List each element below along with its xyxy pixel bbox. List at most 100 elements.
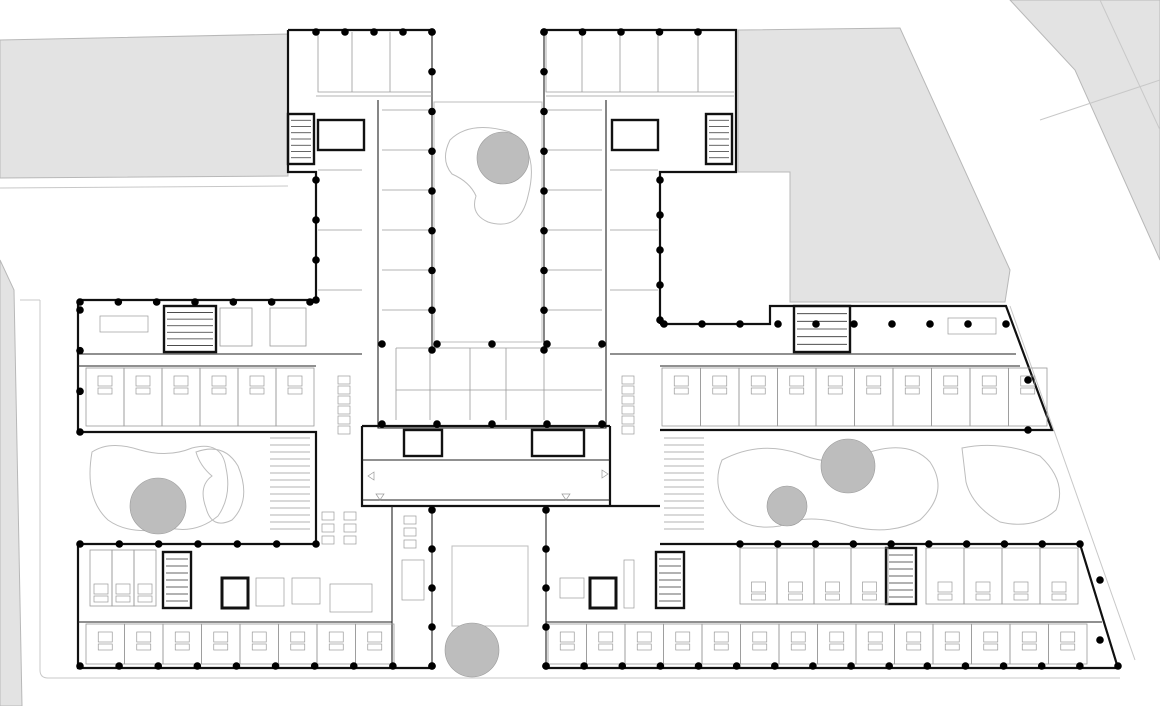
column-icon: [428, 67, 436, 76]
office-bay: [275, 367, 315, 427]
column-icon: [428, 584, 436, 592]
east-wing-wall: [546, 304, 1120, 670]
desk-icon: [1013, 581, 1029, 593]
column-icon: [618, 662, 627, 670]
column-icon: [1076, 540, 1084, 548]
desk-icon: [675, 631, 691, 643]
column-icon: [76, 662, 84, 670]
column-icon: [1024, 376, 1032, 384]
column-icon: [811, 540, 820, 548]
column-icon: [961, 662, 970, 670]
tree-icon: [820, 438, 876, 494]
stair-icon: [286, 112, 316, 166]
desk-icon: [866, 375, 882, 387]
tree-icon: [444, 622, 500, 678]
north-offices: [316, 32, 734, 420]
office-bay: [894, 623, 934, 665]
office-bay: [855, 623, 895, 665]
site-lines: [0, 0, 1160, 679]
column-icon: [732, 662, 741, 670]
corridor-details: [270, 437, 704, 530]
desk-icon: [367, 631, 383, 643]
stair-cores: [161, 112, 918, 610]
desk-icon: [862, 581, 877, 593]
column-icon: [887, 540, 895, 548]
neighbor-building-west: [0, 33, 289, 179]
column-icon: [542, 662, 550, 670]
column-icon: [540, 107, 548, 116]
office-bay: [278, 623, 318, 665]
desk-icon: [135, 375, 151, 387]
column-icon: [962, 540, 971, 548]
meeting-rooms: [99, 315, 997, 613]
column-icon: [542, 545, 550, 553]
office-bay: [162, 623, 202, 665]
column-icon: [428, 107, 436, 116]
column-icon: [540, 147, 548, 156]
lift-core: [588, 576, 618, 610]
column-icon: [76, 298, 84, 306]
column-icon: [272, 540, 281, 548]
column-icon: [428, 187, 436, 195]
column-icon: [428, 545, 436, 553]
office-bay: [199, 367, 239, 427]
trees: [129, 131, 876, 678]
column-icon: [1038, 540, 1047, 548]
desk-icon: [906, 631, 922, 643]
column-icon: [114, 298, 123, 306]
office-bay: [815, 367, 855, 427]
east-garden-planting: [717, 447, 939, 531]
desk-icon: [211, 375, 227, 387]
office-bay: [663, 623, 703, 665]
office-bay: [85, 623, 125, 665]
column-icon: [312, 296, 320, 304]
tree-icon: [766, 485, 808, 527]
column-icon: [488, 340, 496, 348]
column-icon: [774, 320, 782, 328]
desk-icon: [943, 375, 959, 387]
desk-icon: [944, 631, 960, 643]
office-bay: [850, 547, 889, 605]
column-icon: [847, 662, 855, 670]
office-bay: [854, 367, 894, 427]
column-icon: [540, 266, 548, 275]
column-icon: [1096, 636, 1104, 644]
office-bay: [1001, 547, 1041, 605]
column-icon: [428, 623, 436, 631]
stair-icon: [704, 112, 734, 166]
neighbor-building-southwest: [0, 259, 23, 706]
column-icon: [154, 662, 163, 670]
column-icon: [771, 662, 779, 670]
office-bay: [111, 549, 135, 607]
desk-icon: [621, 425, 635, 435]
structural-columns: [76, 28, 1122, 670]
central-connector-wall: [360, 424, 660, 508]
west-garden-planting: [89, 445, 229, 532]
column-icon: [1114, 662, 1122, 670]
desk-icon: [621, 375, 635, 385]
column-icon: [229, 298, 238, 306]
column-icon: [580, 662, 588, 670]
shelving: [291, 577, 321, 605]
column-icon: [925, 540, 933, 548]
desk-icon: [321, 511, 335, 521]
column-icon: [885, 662, 893, 670]
office-bay: [740, 623, 780, 665]
office-bay: [133, 549, 157, 607]
office-bay: [1009, 623, 1049, 665]
central-hall: [362, 459, 610, 501]
desk-icon: [321, 535, 335, 545]
column-icon: [617, 28, 625, 36]
office-bay: [355, 623, 395, 665]
column-icon: [540, 346, 548, 354]
column-icon: [428, 662, 436, 670]
office-bay: [1039, 547, 1079, 605]
office-bay: [931, 367, 971, 427]
column-icon: [736, 540, 744, 548]
column-icon: [812, 320, 820, 328]
column-icon: [488, 420, 496, 428]
column-icon: [736, 320, 744, 328]
office-bay: [777, 367, 817, 427]
column-icon: [152, 298, 161, 306]
office-bay: [1008, 367, 1048, 427]
